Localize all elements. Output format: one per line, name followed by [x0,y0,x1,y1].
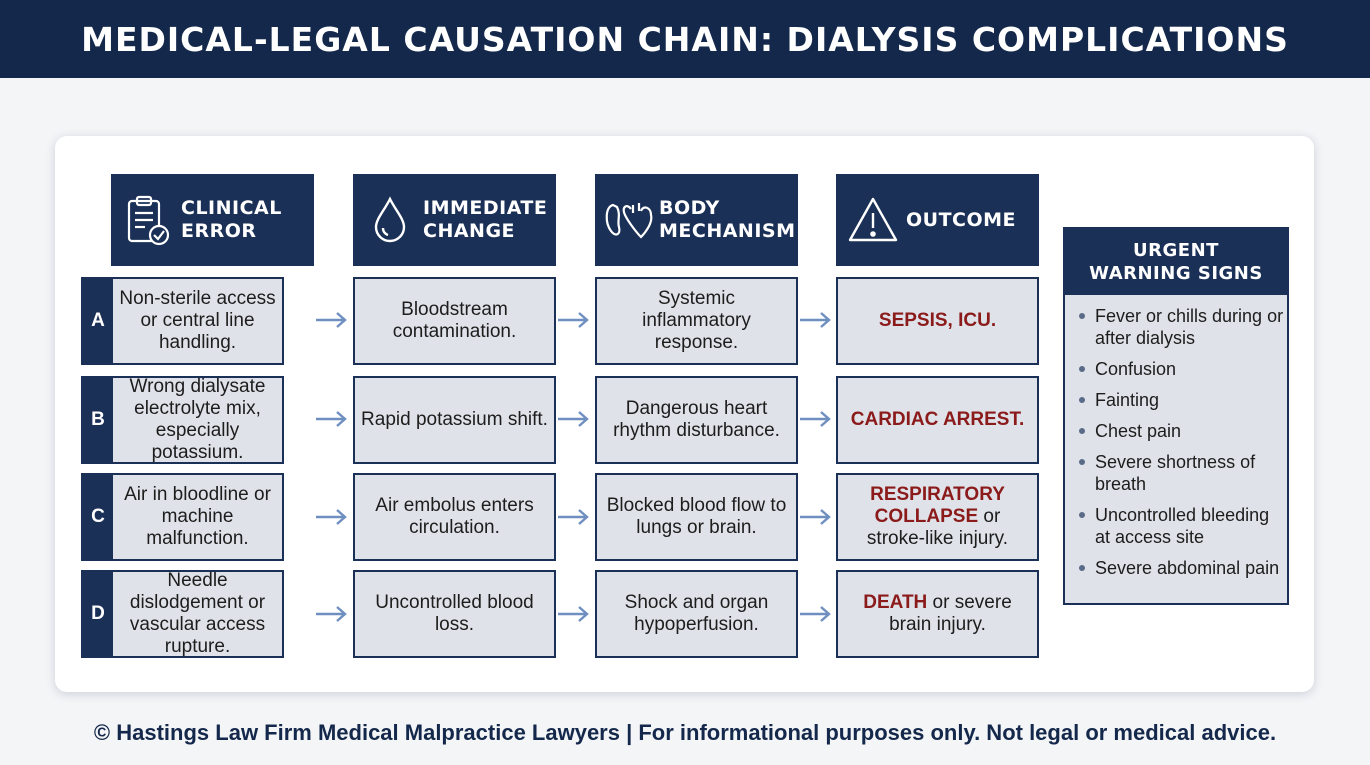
error-text: Non-sterile access or central line handl… [119,288,276,353]
bullet-icon [1079,313,1085,319]
warning-signs-panel: URGENT WARNING SIGNS Fever or chills dur… [1063,227,1289,605]
change-cell-a: Bloodstream contamination. [353,277,556,365]
column-header-body-mechanism: BODY MECHANISM [595,174,798,266]
change-text: Rapid potassium shift. [361,409,548,430]
list-item: Fever or chills during or after dialysis [1079,305,1287,349]
flow-arrow [800,411,831,427]
flow-arrow [800,312,831,328]
mechanism-text: Blocked blood flow to lungs or brain. [606,495,787,538]
list-item: Fainting [1079,389,1287,411]
outcome-cell-b: CARDIAC ARREST. [836,376,1039,464]
mechanism-text: Systemic inflammatory response. [642,288,751,353]
warning-item-text: Confusion [1095,359,1177,379]
column-header-outcome: OUTCOME [836,174,1039,266]
droplet-icon [363,193,417,247]
mechanism-cell-a: Systemic inflammatory response. [595,277,798,365]
bullet-icon [1079,366,1085,372]
outcome-cell-a: SEPSIS, ICU. [836,277,1039,365]
heart-kidney-icon [601,193,655,247]
error-cell-c: C Air in bloodline or machine malfunctio… [81,473,284,561]
list-item: Chest pain [1079,420,1287,442]
outcome-cell-c: RESPIRATORY COLLAPSE or stroke-like inju… [836,473,1039,561]
error-cell-d: D Needle dislodgement or vascular access… [81,570,284,658]
mechanism-cell-c: Blocked blood flow to lungs or brain. [595,473,798,561]
warning-item-text: Severe shortness of breath [1095,452,1256,494]
clipboard-check-icon [121,193,175,247]
list-item: Confusion [1079,358,1287,380]
row-letter: D [83,572,113,656]
column-label: BODY MECHANISM [659,197,796,242]
error-cell-a: A Non-sterile access or central line han… [81,277,284,365]
flow-arrow [558,411,589,427]
warning-title-text: URGENT WARNING SIGNS [1089,240,1263,284]
outcome-cell-d: DEATH or severe brain injury. [836,570,1039,658]
warning-triangle-icon [846,193,900,247]
row-letter: A [83,279,113,363]
error-text: Needle dislodgement or vascular access r… [129,570,266,657]
bullet-icon [1079,459,1085,465]
warning-item-text: Fever or chills during or after dialysis [1095,306,1284,348]
row-letter: B [83,378,113,462]
column-label: CLINICAL ERROR [181,197,282,242]
flow-arrow [316,606,347,622]
outcome-text: or stroke-like injury. [866,506,1009,549]
column-label: OUTCOME [906,208,1017,231]
flow-arrow [800,606,831,622]
outcome-emphasis: DEATH [863,592,928,613]
footer-disclaimer: © Hastings Law Firm Medical Malpractice … [93,720,1277,745]
page-title: MEDICAL-LEGAL CAUSATION CHAIN: DIALYSIS … [81,19,1289,59]
warning-item-text: Chest pain [1095,421,1182,441]
flow-arrow [316,312,347,328]
mechanism-cell-d: Shock and organ hypoperfusion. [595,570,798,658]
column-header-clinical-error: CLINICAL ERROR [111,174,314,266]
error-text: Wrong dialysate electrolyte mix, especia… [129,376,266,463]
column-label: IMMEDIATE CHANGE [423,197,548,242]
flow-arrow [558,606,589,622]
error-cell-b: B Wrong dialysate electrolyte mix, espec… [81,376,284,464]
list-item: Uncontrolled bleeding at access site [1079,504,1287,548]
bullet-icon [1079,565,1085,571]
warning-signs-title: URGENT WARNING SIGNS [1065,229,1287,295]
bullet-icon [1079,428,1085,434]
change-cell-d: Uncontrolled blood loss. [353,570,556,658]
outcome-emphasis: SEPSIS, ICU. [878,310,997,331]
flow-arrow [558,509,589,525]
flow-arrow [316,411,347,427]
outcome-text: or severe brain injury. [889,592,1012,635]
mechanism-cell-b: Dangerous heart rhythm disturbance. [595,376,798,464]
warning-signs-list: Fever or chills during or after dialysis… [1065,305,1287,579]
change-text: Uncontrolled blood loss. [375,592,534,635]
flow-arrow [316,509,347,525]
row-letter: C [83,475,113,559]
warning-item-text: Fainting [1095,390,1160,410]
list-item: Severe shortness of breath [1079,451,1287,495]
flow-arrow [800,509,831,525]
column-header-immediate-change: IMMEDIATE CHANGE [353,174,556,266]
outcome-emphasis: CARDIAC ARREST. [850,409,1025,430]
change-cell-c: Air embolus enters circulation. [353,473,556,561]
list-item: Severe abdominal pain [1079,557,1287,579]
change-text: Air embolus enters circulation. [375,495,534,538]
warning-item-text: Uncontrolled bleeding at access site [1095,505,1270,547]
title-bar: MEDICAL-LEGAL CAUSATION CHAIN: DIALYSIS … [0,0,1370,78]
change-cell-b: Rapid potassium shift. [353,376,556,464]
change-text: Bloodstream contamination. [392,299,517,342]
error-text: Air in bloodline or machine malfunction. [124,484,271,549]
outcome-emphasis: RESPIRATORY COLLAPSE [870,484,1005,527]
bullet-icon [1079,512,1085,518]
warning-item-text: Severe abdominal pain [1095,558,1280,578]
bullet-icon [1079,397,1085,403]
mechanism-text: Shock and organ hypoperfusion. [624,592,769,635]
flow-arrow [558,312,589,328]
mechanism-text: Dangerous heart rhythm disturbance. [613,398,780,441]
